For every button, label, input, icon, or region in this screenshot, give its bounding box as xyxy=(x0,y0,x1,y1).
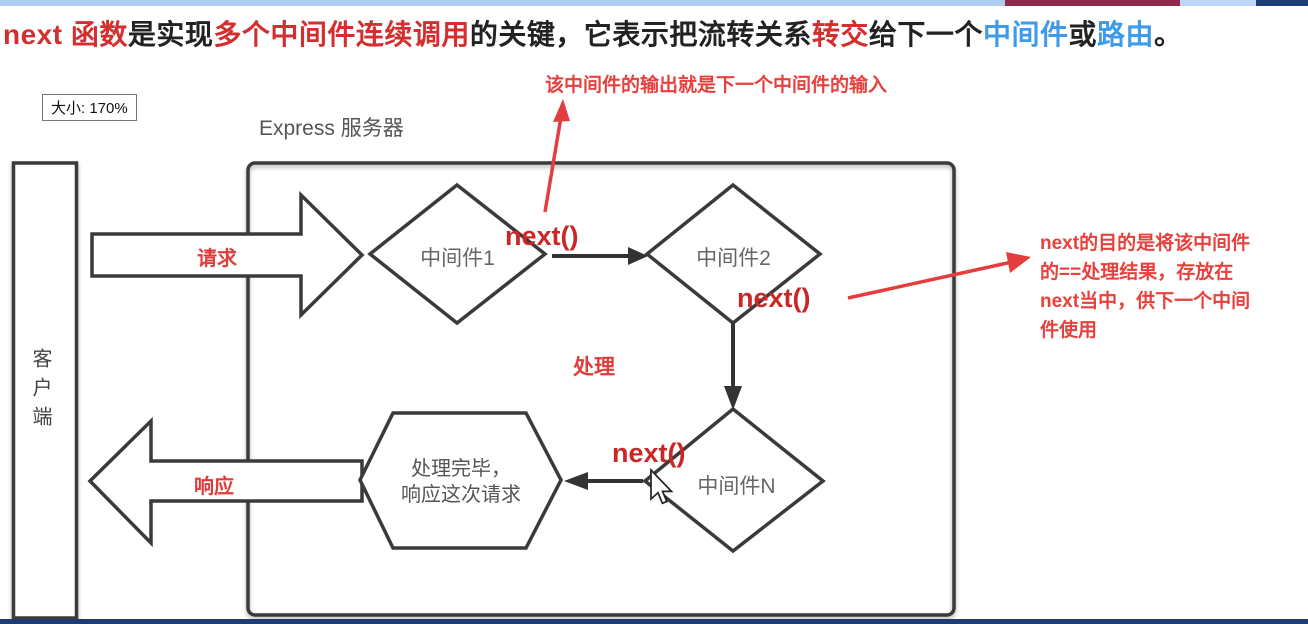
topbar-maroon-segment xyxy=(1005,0,1180,6)
express-server-label: Express 服务器 xyxy=(259,117,404,140)
next-call-label-3: next() xyxy=(612,438,686,468)
title-seg-3: 的关键，它表示把流转关系 xyxy=(469,19,812,50)
next-call-label-1: next() xyxy=(505,221,579,251)
middleware1-label: 中间件1 xyxy=(420,247,495,270)
finish-label-line1: 处理完毕， xyxy=(411,458,511,480)
annotation-next-purpose-line3: next当中，供下一个中间 xyxy=(1040,291,1251,312)
request-block-arrow xyxy=(90,190,365,320)
response-label: 响应 xyxy=(194,476,234,498)
title-seg-next-func: next 函数 xyxy=(3,19,128,50)
annotation-next-purpose-line4: 件使用 xyxy=(1040,320,1098,341)
process-label: 处理 xyxy=(573,356,615,379)
title-seg-8: 路由 xyxy=(1096,19,1154,50)
title-seg-4: 转交 xyxy=(811,19,869,50)
finish-label-line2: 响应这次请求 xyxy=(401,484,521,506)
mouse-cursor xyxy=(650,467,674,505)
arrowhead-mw2-mwN xyxy=(724,386,742,410)
middlewareN-diamond xyxy=(642,406,826,554)
title-seg-9: 。 xyxy=(1153,19,1183,50)
title-seg-6: 中间件 xyxy=(982,19,1069,50)
title-seg-5: 给下一个 xyxy=(868,19,983,50)
client-label: 客户端 xyxy=(29,348,51,435)
request-label: 请求 xyxy=(197,248,237,270)
finish-hexagon xyxy=(358,411,563,550)
annotation-arrow-up xyxy=(543,116,563,213)
annotation-middleware-output: 该中间件的输出就是下一个中间件的输入 xyxy=(545,75,888,96)
title-seg-7: 或 xyxy=(1068,19,1097,50)
next-call-label-2: next() xyxy=(737,283,811,313)
title-seg-1: 是实现 xyxy=(127,19,214,50)
arrowhead-mwN-finish xyxy=(564,472,588,490)
annotation-next-purpose-line1: next的目的是将该中间件 xyxy=(1040,233,1251,254)
annotation-arrowhead-up xyxy=(553,99,570,122)
bottom-bar xyxy=(0,619,1308,624)
middleware2-diamond xyxy=(644,182,823,326)
annotation-arrow-right xyxy=(847,260,1013,300)
middlewareN-label: 中间件N xyxy=(697,475,776,498)
express-server-box xyxy=(246,161,956,617)
client-box xyxy=(11,161,79,620)
annotation-arrowhead-right xyxy=(1006,252,1031,273)
arrowhead-mw1-mw2 xyxy=(628,247,648,265)
topbar-lightblue-segment xyxy=(1180,0,1256,6)
topbar-navy-segment xyxy=(1256,0,1308,6)
title-seg-2: 多个中间件连续调用 xyxy=(213,19,470,50)
top-progress-bar xyxy=(0,0,1308,6)
middleware1-diamond xyxy=(367,182,548,326)
middleware2-label: 中间件2 xyxy=(696,247,771,270)
page-title: next 函数是实现多个中间件连续调用的关键，它表示把流转关系转交给下一个中间件… xyxy=(3,13,1183,53)
zoom-size-badge: 大小: 170% xyxy=(42,94,137,121)
annotation-next-purpose: next的目的是将该中间件 的==处理结果，存放在 next当中，供下一个中间 … xyxy=(1040,229,1250,345)
annotation-next-purpose-line2: 的==处理结果，存放在 xyxy=(1040,262,1234,283)
